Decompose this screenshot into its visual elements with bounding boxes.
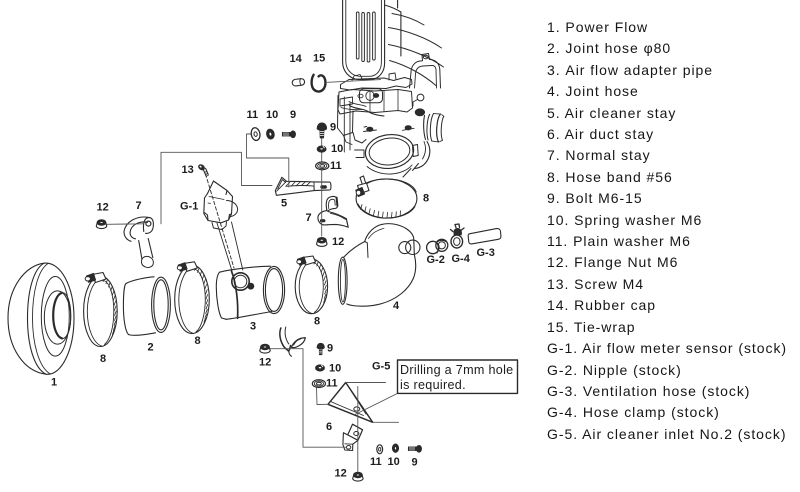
svg-text:9: 9: [290, 109, 296, 121]
svg-text:11: 11: [370, 456, 382, 468]
svg-text:8: 8: [195, 335, 201, 347]
svg-text:15: 15: [313, 53, 325, 65]
svg-text:14: 14: [290, 53, 303, 65]
svg-text:G-4: G-4: [452, 253, 471, 265]
svg-text:G-1: G-1: [180, 201, 198, 213]
svg-text:11: 11: [330, 160, 342, 172]
svg-text:9: 9: [412, 457, 418, 469]
svg-text:13: 13: [182, 164, 194, 176]
svg-text:8: 8: [100, 353, 106, 365]
svg-text:11: 11: [326, 378, 338, 390]
svg-text:2: 2: [148, 342, 154, 354]
svg-text:G-2: G-2: [427, 254, 445, 266]
svg-text:6: 6: [326, 421, 332, 433]
svg-text:1: 1: [51, 377, 57, 389]
svg-text:Drilling a 7mm hole: Drilling a 7mm hole: [400, 363, 514, 377]
svg-text:5: 5: [281, 198, 287, 210]
svg-text:9: 9: [330, 122, 336, 134]
svg-text:10: 10: [331, 143, 343, 155]
svg-text:12: 12: [332, 236, 344, 248]
svg-text:12: 12: [259, 357, 271, 369]
svg-text:10: 10: [266, 109, 278, 121]
svg-text:11: 11: [247, 109, 259, 121]
svg-text:8: 8: [423, 193, 429, 205]
svg-text:10: 10: [388, 456, 400, 468]
svg-text:7: 7: [136, 200, 142, 212]
svg-text:7: 7: [306, 212, 312, 224]
svg-text:G-3: G-3: [477, 247, 495, 259]
svg-text:12: 12: [335, 468, 347, 480]
svg-text:is required.: is required.: [400, 378, 466, 392]
svg-text:10: 10: [329, 363, 341, 375]
svg-text:3: 3: [250, 321, 256, 333]
svg-text:12: 12: [97, 202, 109, 214]
svg-text:4: 4: [393, 300, 400, 312]
svg-text:9: 9: [327, 343, 333, 355]
svg-text:8: 8: [314, 316, 320, 328]
svg-text:G-5: G-5: [372, 361, 390, 373]
